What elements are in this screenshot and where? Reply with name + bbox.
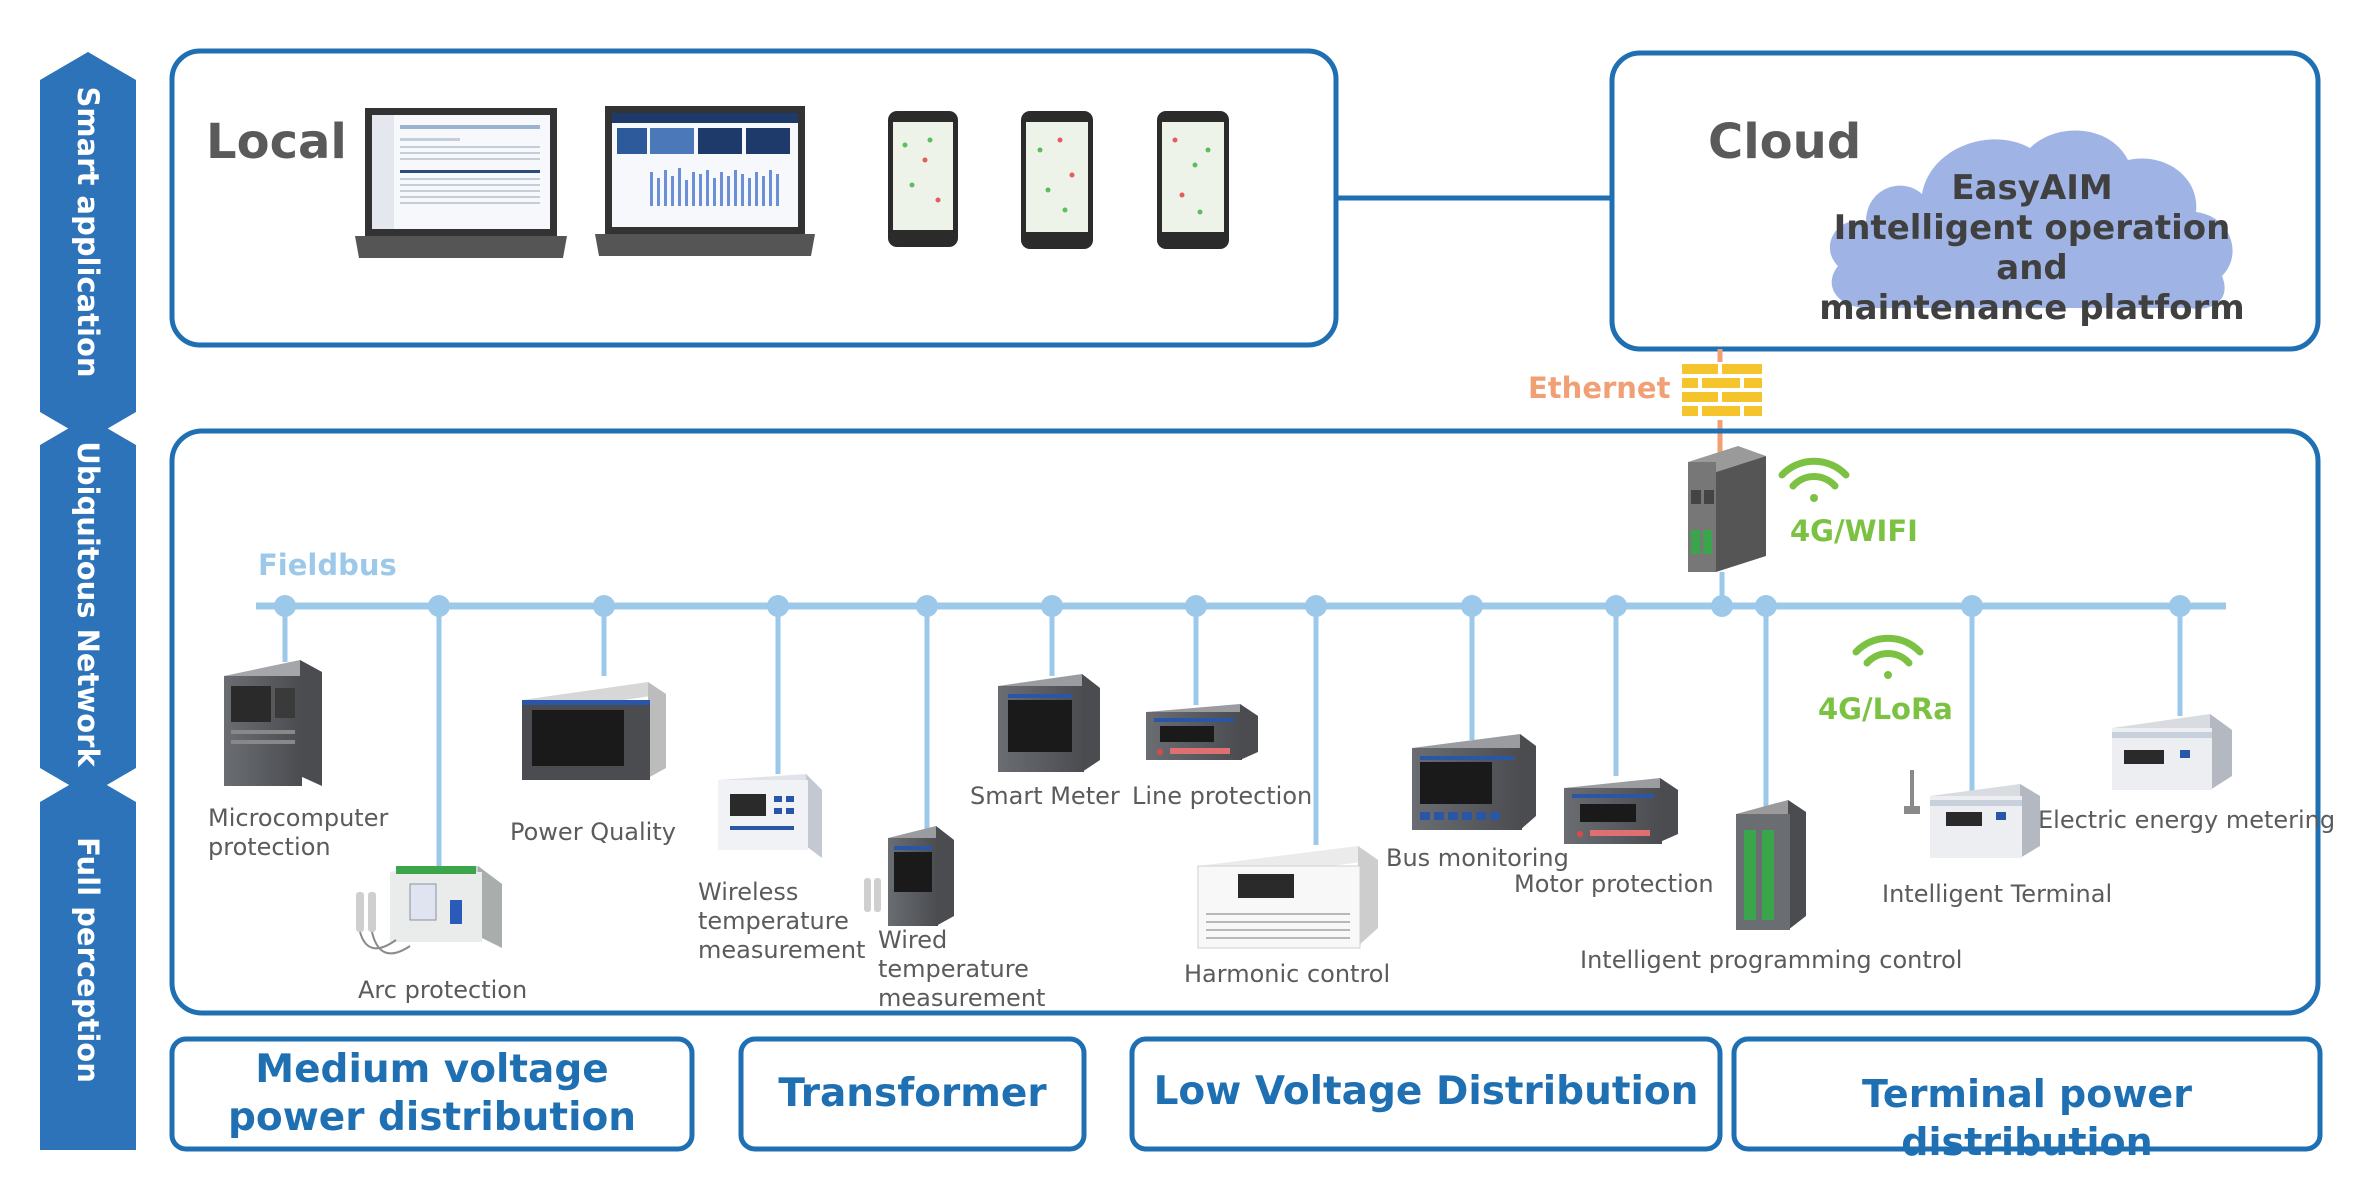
wired-temperature-device [864,826,954,926]
category-low-voltage-box [1129,1036,1723,1152]
phone-icon [1157,111,1229,249]
wifi-icon [1778,457,1850,502]
harmonic-control-device [1197,846,1378,949]
category-medium-voltage-line-2: power distribution [228,1095,636,1140]
label-power-quality: Power Quality [510,818,676,846]
platform-label: EasyAIM Intelligent operation and mainte… [1818,168,2246,328]
category-medium-voltage: Medium voltage power distribution [172,1046,692,1142]
category-transformer: Transformer [741,1070,1084,1118]
label-line: temperature [878,955,1029,983]
electric-energy-metering-device [2112,714,2232,790]
category-low-voltage-label: Low Voltage Distribution [1153,1069,1699,1114]
label-line: measurement [878,984,1046,1012]
smart-meter-device [998,674,1100,772]
line-protection-device [1146,704,1258,760]
label-line: Wireless [698,878,799,906]
layer-strip [40,52,136,1150]
category-transformer-box [738,1036,1087,1152]
category-terminal-power-box [1731,1036,2323,1152]
local-title: Local [206,114,347,170]
microcomputer-protection-device [224,660,322,786]
fieldbus-label: Fieldbus [258,548,397,582]
platform-name: EasyAIM [1951,168,2113,208]
phone-icon [888,111,958,247]
lora-signal-icon [1852,634,1924,679]
category-medium-voltage-box [169,1036,695,1152]
label-intelligent-terminal: Intelligent Terminal [1882,880,2113,908]
wireless-temperature-device [718,774,822,858]
platform-line-2: maintenance platform [1819,288,2245,328]
label-motor-protection: Motor protection [1514,870,1714,898]
ethernet-label: Ethernet [1528,371,1671,405]
motor-protection-device [1564,778,1678,844]
platform-line-1: Intelligent operation and [1833,208,2231,288]
lora-label: 4G/LoRa [1818,692,1953,726]
firewall-icon [1680,362,1764,420]
category-transformer-label: Transformer [778,1071,1047,1116]
label-line: temperature [698,907,849,935]
fieldbus-nodes [274,595,2191,617]
label-bus-monitoring: Bus monitoring [1386,844,1569,872]
label-line: Microcomputer [208,804,389,832]
label-wired-temperature: Wired temperature measurement [878,926,1045,1013]
label-line: protection [208,833,331,861]
label-smart-meter: Smart Meter [970,782,1120,810]
cloud-icon [1829,130,2233,309]
field-network-panel [169,428,2321,1016]
intelligent-terminal-device [1904,770,2040,858]
label-wireless-temperature: Wireless temperature measurement [698,878,865,965]
intelligent-programming-control-device [1736,800,1806,930]
cloud-title: Cloud [1708,114,1862,170]
label-line-protection: Line protection [1132,782,1313,810]
phone-icon [1021,111,1093,249]
label-harmonic-control: Harmonic control [1184,960,1391,988]
category-terminal-power: Terminal power distribution [1734,1070,2320,1164]
laptop-icon [355,108,567,258]
label-arc-protection: Arc protection [358,976,528,1004]
category-terminal-power-label: Terminal power distribution [1862,1072,2192,1164]
arc-protection-device [356,866,502,955]
layer-smart-application-band [40,52,136,440]
wifi-label: 4G/WIFI [1790,514,1918,548]
fieldbus-drops [282,606,2183,868]
label-electric-energy-metering: Electric energy metering [2038,806,2336,834]
category-low-voltage: Low Voltage Distribution [1132,1068,1720,1116]
bus-monitoring-device [1412,734,1536,830]
category-medium-voltage-line-1: Medium voltage [255,1047,609,1092]
label-microcomputer-protection: Microcomputer protection [208,804,388,862]
gateway-icon [1688,446,1766,572]
label-line: measurement [698,936,866,964]
power-quality-device [522,682,666,780]
label-line: Wired [878,926,948,954]
layer-full-perception-band [40,774,136,1150]
laptop-dashboard-icon [595,106,815,256]
label-intelligent-programming-control: Intelligent programming control [1580,946,1963,974]
layer-ubiquitous-network-band [40,417,136,796]
